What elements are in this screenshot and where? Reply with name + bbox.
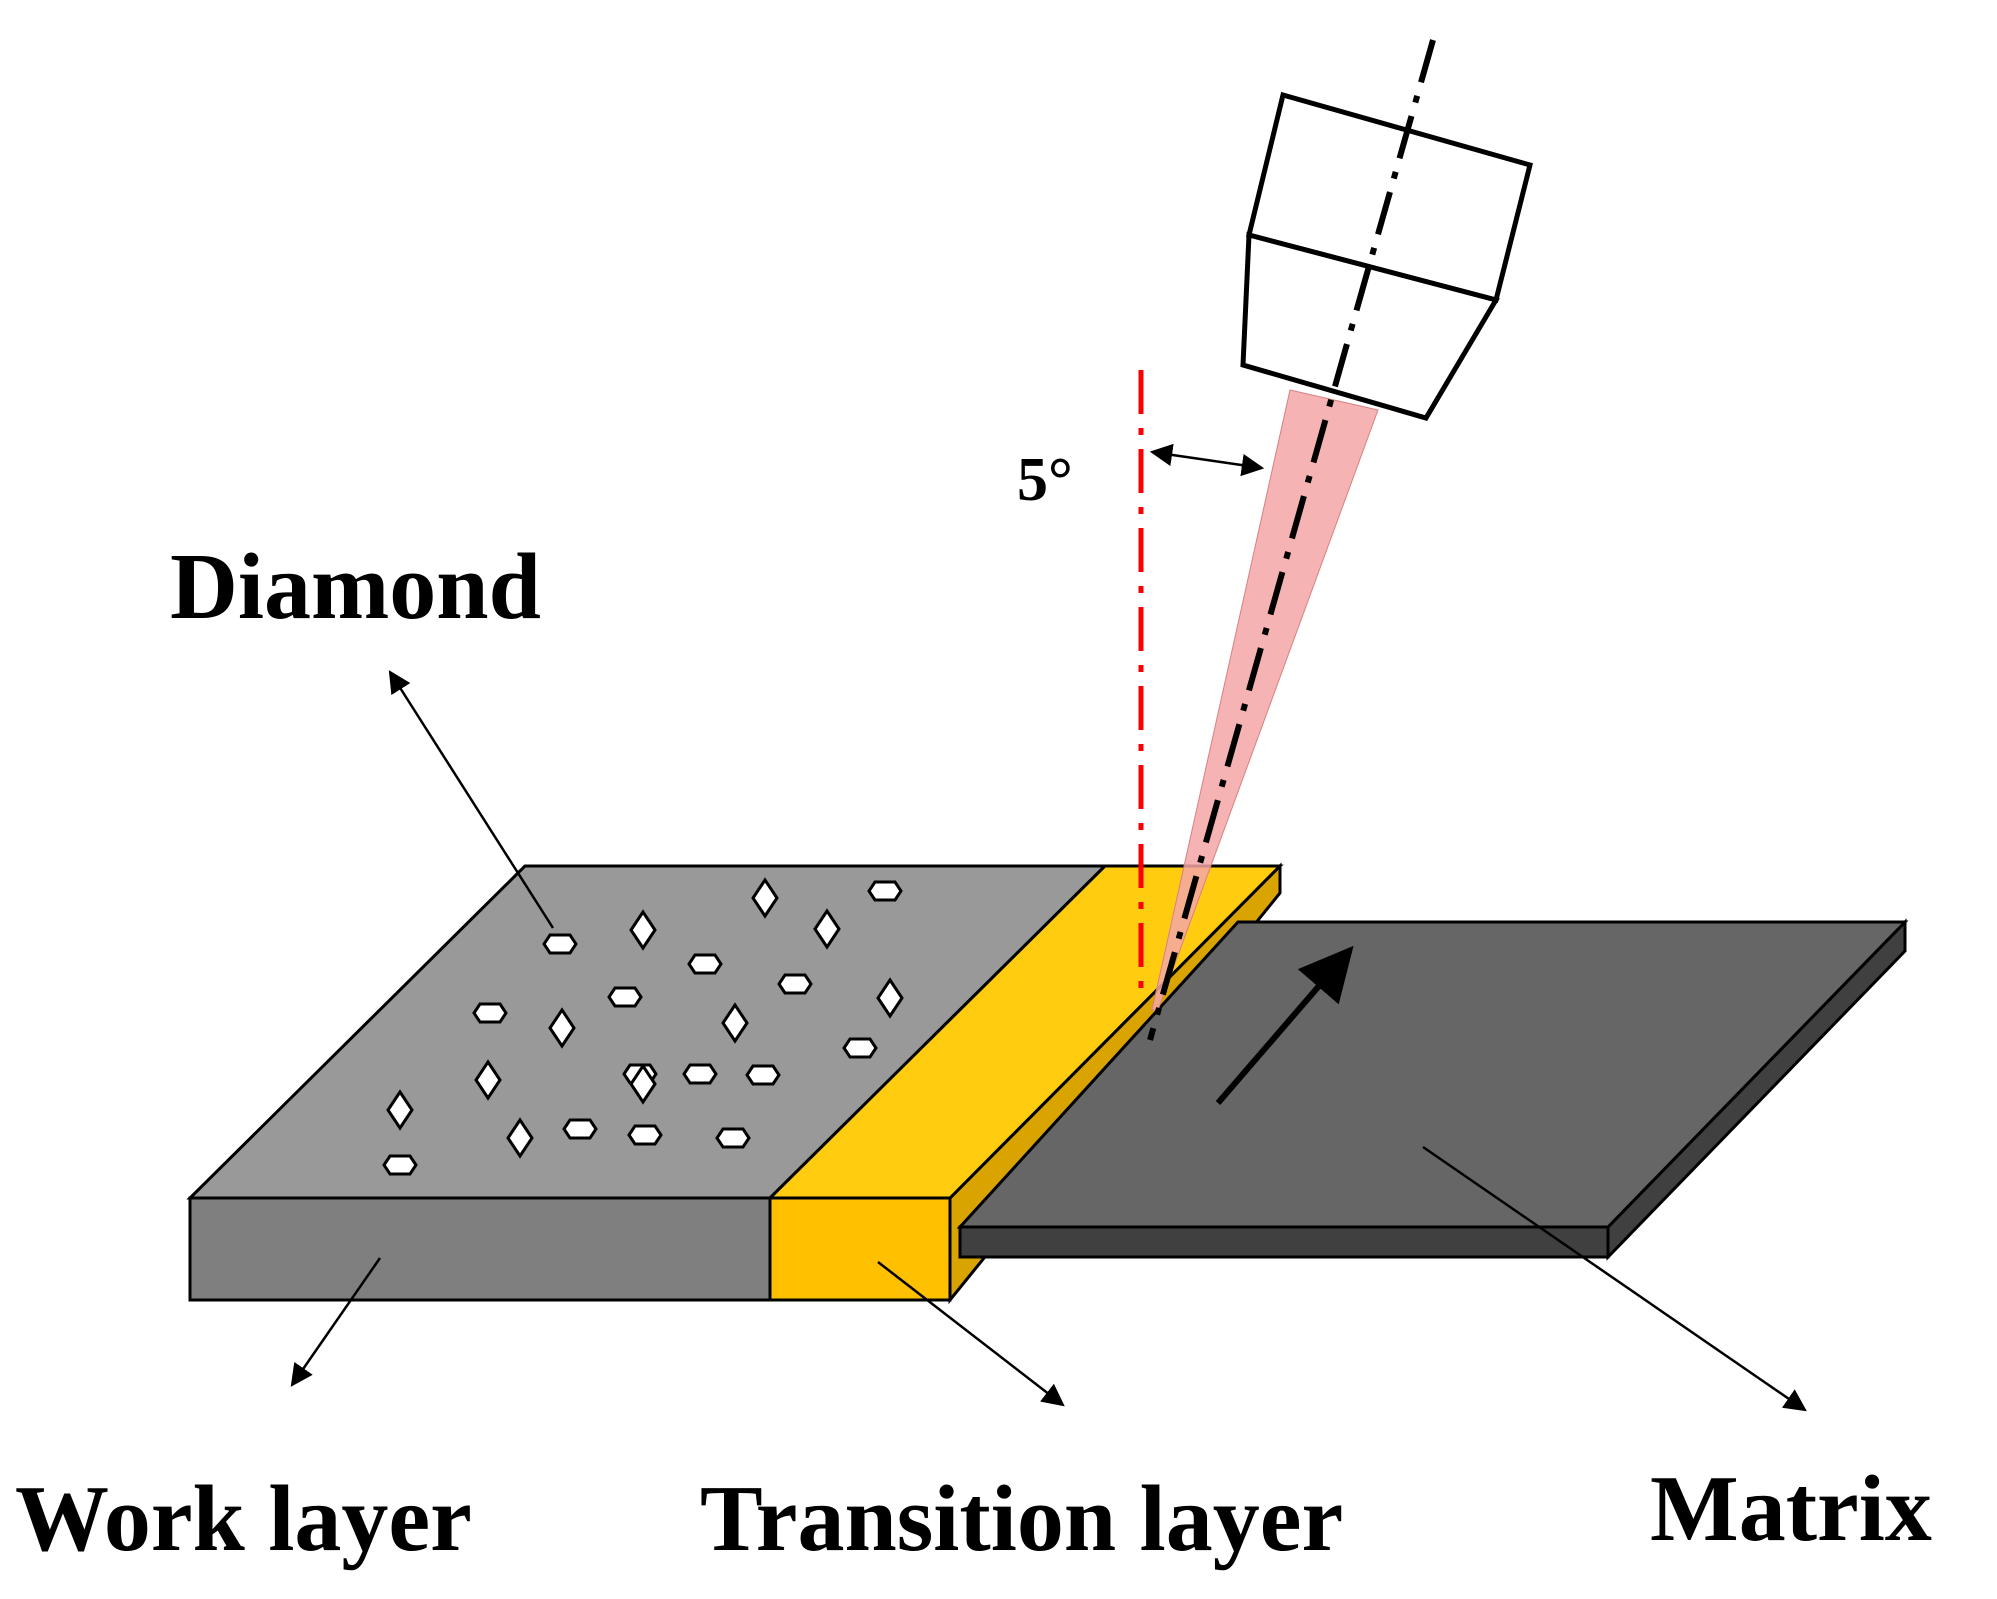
transition-layer-front-face [768, 1196, 952, 1302]
diamond-leader-arrow [388, 670, 555, 929]
work-layer-front-face [188, 1196, 772, 1302]
diamond-particle-hexagon [777, 973, 813, 995]
work-layer-leader-arrow [290, 1257, 382, 1387]
diamond-particle-rhombus [474, 1059, 502, 1101]
diamond-particle-rhombus [721, 1002, 749, 1044]
matrix-front-face [958, 1225, 1610, 1259]
diamond-particle-hexagon [627, 1124, 663, 1146]
matrix-top-face [956, 920, 1909, 1229]
diamond-particle-hexagon [682, 1063, 718, 1085]
diamond-particle-rhombus [548, 1007, 576, 1049]
transition-layer-leader-arrow [877, 1261, 1065, 1407]
diamond-particle-rhombus [813, 908, 841, 950]
diamond-particle-hexagon [867, 880, 903, 902]
diamond-particle-hexagon [842, 1037, 878, 1059]
diamond-particle-hexagon [382, 1154, 418, 1176]
diamond-particle-rhombus [751, 877, 779, 919]
transition-layer-label: Transition layer [700, 1467, 1343, 1571]
matrix-leader-arrow [1422, 1145, 1807, 1412]
diamond-particle-rhombus [876, 977, 904, 1019]
diamond-particle-hexagon [542, 933, 578, 955]
diamond-particle-hexagon [562, 1118, 598, 1140]
diamond-particle-rhombus [629, 909, 657, 951]
diamond-particle-rhombus [629, 1063, 657, 1105]
diamond-particle-hexagon [472, 1002, 508, 1024]
diamond-particle-hexagon [745, 1064, 781, 1086]
laser-head-nozzle [1240, 231, 1500, 421]
diamond-particle-rhombus [506, 1117, 534, 1159]
matrix-label: Matrix [1650, 1457, 1932, 1561]
diamond-particle-hexagon [607, 986, 643, 1008]
scan-direction-arrow [1215, 945, 1354, 1105]
diamond-particle-hexagon [687, 953, 723, 975]
diamond-label: Diamond [170, 535, 541, 639]
diamond-particles [382, 877, 904, 1176]
laser-head [1240, 91, 1534, 421]
angle-label: 5° [1017, 446, 1073, 514]
diamond-particle-hexagon [715, 1127, 751, 1149]
work-layer-label: Work layer [15, 1467, 472, 1571]
angle-arrow [1149, 443, 1265, 477]
laser-axis-line [1147, 39, 1436, 1041]
diamond-particle-rhombus [386, 1089, 414, 1131]
